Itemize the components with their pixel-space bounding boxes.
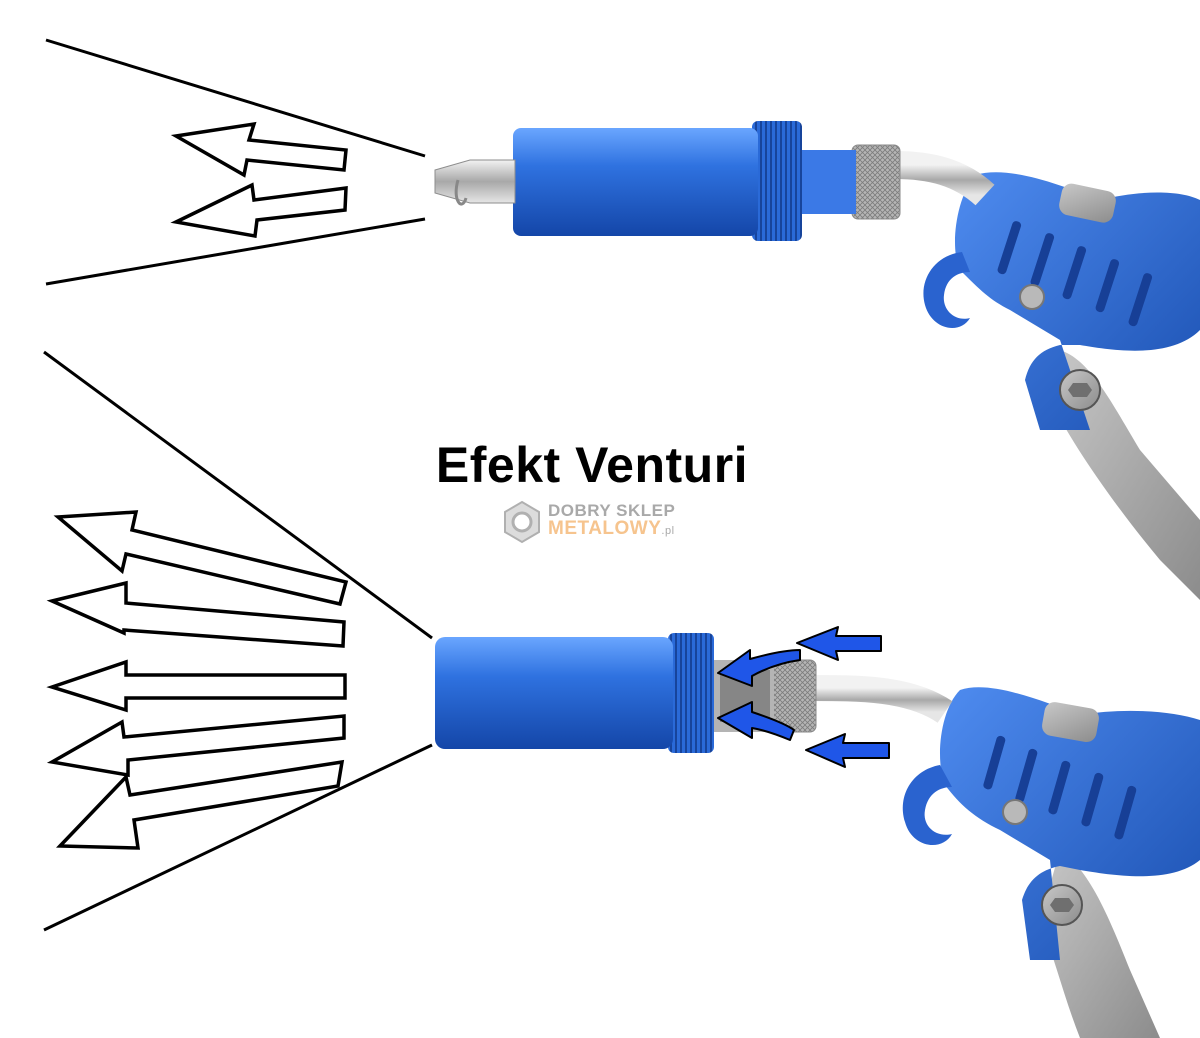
hex-socket-icon xyxy=(1068,383,1092,397)
bottom-cone-line-lower xyxy=(43,743,433,932)
hollow-left-arrow-icon xyxy=(170,121,348,178)
blue-arrow-icon xyxy=(717,701,795,741)
hex-nut-icon xyxy=(504,500,540,544)
bottom-hook xyxy=(902,765,952,846)
bottom-adjust-knob xyxy=(1042,702,1099,743)
top-spray-cone xyxy=(45,38,426,286)
blue-arrow-icon xyxy=(796,626,882,661)
bottom-nozzle-cylinder xyxy=(435,637,673,749)
bottom-cone-line-upper xyxy=(43,350,433,640)
blue-arrow-icon xyxy=(717,649,801,687)
hollow-left-arrow-icon xyxy=(46,580,346,648)
bottom-flow-arrows xyxy=(46,510,349,850)
top-screw xyxy=(1019,284,1045,310)
page-title: Efekt Venturi xyxy=(435,437,749,493)
hollow-left-arrow-icon xyxy=(56,759,345,850)
hollow-left-arrow-icon xyxy=(46,714,346,778)
top-ribbed-collar xyxy=(752,121,802,241)
watermark-brand: METALOWY xyxy=(548,518,662,539)
top-nozzle-cylinder xyxy=(513,128,758,236)
top-grip-grooves xyxy=(997,221,1153,327)
watermark-line2: METALOWY.pl xyxy=(548,518,675,540)
top-knurled-fitting xyxy=(851,144,901,220)
hollow-left-arrow-icon xyxy=(53,510,349,607)
top-fitting-collar xyxy=(800,150,856,214)
top-adjust-knob xyxy=(1059,183,1116,223)
top-pin-clip xyxy=(454,179,468,206)
top-air-blow-gun xyxy=(434,121,1200,600)
bottom-screw xyxy=(1002,799,1028,825)
bottom-air-blow-gun xyxy=(435,633,1200,1038)
top-cone-line-lower xyxy=(45,217,426,286)
suction-arrows xyxy=(717,626,890,768)
bottom-ribbed-collar xyxy=(668,633,714,753)
top-metal-tube xyxy=(894,151,995,206)
hollow-left-arrow-icon xyxy=(46,659,347,713)
watermark-logo: DOBRY SKLEP METALOWY.pl xyxy=(500,500,730,544)
bottom-grip-grooves xyxy=(983,735,1137,840)
bottom-gun-body xyxy=(940,687,1200,960)
top-hook xyxy=(923,252,970,328)
top-cone-line-upper xyxy=(45,38,426,158)
watermark-suffix: .pl xyxy=(661,525,675,537)
bottom-metal-tube xyxy=(809,675,953,724)
hollow-left-arrow-icon xyxy=(170,182,348,239)
top-trigger xyxy=(1050,350,1200,600)
top-metal-tip xyxy=(434,159,516,204)
hex-socket-icon xyxy=(1050,898,1074,912)
top-flow-arrows xyxy=(170,121,348,239)
watermark-line1: DOBRY SKLEP xyxy=(548,501,676,520)
blue-arrow-icon xyxy=(805,733,890,768)
bottom-spray-cone xyxy=(43,350,433,932)
